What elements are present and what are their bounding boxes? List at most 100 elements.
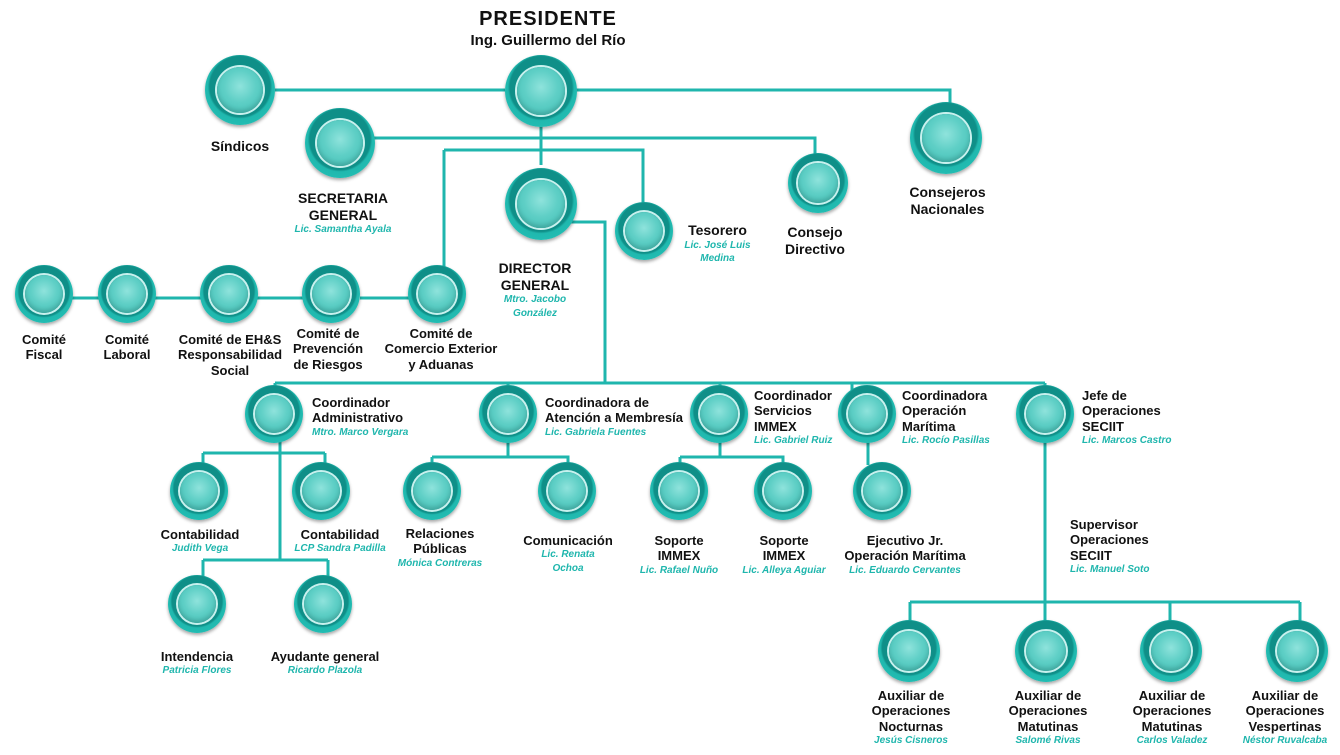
contabilidad2-node[interactable] [292, 462, 350, 520]
contabilidad1-node[interactable] [170, 462, 228, 520]
comite-comercio-label: Comité de Comercio Exterior y Aduanas [374, 326, 508, 372]
aux2-name: Salomé Rivas [1015, 734, 1081, 746]
comite-prev-node[interactable] [302, 265, 360, 323]
aux4-name: Néstor Ruvalcaba [1242, 734, 1328, 746]
aux1-title-3: Nocturnas [878, 718, 944, 734]
aux3-node[interactable] [1140, 620, 1202, 682]
secretaria-label: SECRETARIA GENERAL Lic. Samantha Ayala [268, 190, 418, 237]
coord-immex-node[interactable] [690, 385, 748, 443]
aux1-node[interactable] [878, 620, 940, 682]
consejeros-title-1: Consejeros [909, 184, 986, 200]
tesorero-label: Tesorero Lic. José Luis Medina [670, 222, 765, 266]
comite-ehs-title-3: Social [210, 362, 250, 378]
aux4-title-3: Vespertinas [1248, 718, 1322, 734]
tesorero-title: Tesorero [688, 222, 747, 238]
president-name: Ing. Guillermo del Río [470, 31, 626, 49]
tesorero-node[interactable] [615, 202, 673, 260]
soporte2-name: Lic. Alleya Aguiar [742, 564, 826, 576]
ejecutivo-title-2: Operación Marítima [844, 548, 966, 564]
soporte1-title-1: Soporte [654, 533, 704, 548]
comunicacion-title: Comunicación [523, 533, 613, 548]
president-node[interactable] [505, 55, 577, 127]
director-label: DIRECTOR GENERAL Mtro. Jacobo González [475, 260, 595, 320]
aux4-title-2: Operaciones [1245, 703, 1325, 719]
ayudante-name: Ricardo Plazola [287, 665, 363, 677]
intendencia-name: Patricia Flores [162, 665, 232, 677]
tesorero-name-2: Medina [700, 253, 735, 265]
intendencia-title: Intendencia [160, 649, 234, 664]
ejecutivo-name: Lic. Eduardo Cervantes [849, 564, 961, 576]
coord-atencion-label: Coordinadora de Atención a Membresía Lic… [545, 395, 695, 439]
soporte2-node[interactable] [754, 462, 812, 520]
ejecutivo-title-1: Ejecutivo Jr. [866, 533, 944, 548]
director-node[interactable] [505, 168, 577, 240]
secretaria-node[interactable] [305, 108, 375, 178]
comite-prev-label: Comité de Prevención de Riesgos [278, 326, 378, 372]
coord-atencion-name: Lic. Gabriela Fuentes [545, 426, 647, 438]
soporte1-name: Lic. Rafael Nuño [639, 564, 719, 576]
aux2-title-1: Auxiliar de [1014, 688, 1082, 703]
coord-maritima-node[interactable] [838, 385, 896, 443]
soporte1-node[interactable] [650, 462, 708, 520]
relaciones-name: Mónica Contreras [397, 557, 483, 569]
comite-laboral-node[interactable] [98, 265, 156, 323]
jefe-oper-title-2: Operaciones [1082, 403, 1161, 419]
coord-atencion-title-1: Coordinadora de [545, 395, 650, 410]
comite-comercio-title-2: Comercio Exterior [384, 341, 498, 357]
comite-comercio-node[interactable] [408, 265, 466, 323]
relaciones-node[interactable] [403, 462, 461, 520]
comite-fiscal-title-1: Comité [21, 332, 67, 347]
comunicacion-node[interactable] [538, 462, 596, 520]
jefe-oper-name: Lic. Marcos Castro [1082, 434, 1172, 446]
relaciones-title-2: Públicas [413, 541, 467, 557]
jefe-oper-node[interactable] [1016, 385, 1074, 443]
comite-fiscal-node[interactable] [15, 265, 73, 323]
aux2-title-2: Operaciones [1008, 703, 1088, 719]
ayudante-label: Ayudante general Ricardo Plazola [260, 649, 390, 678]
consejo-node[interactable] [788, 153, 848, 213]
sindicos-label: Síndicos [190, 138, 290, 155]
comite-laboral-title-2: Laboral [103, 347, 151, 363]
contabilidad2-title: Contabilidad [300, 527, 380, 542]
aux2-node[interactable] [1015, 620, 1077, 682]
comite-fiscal-title-2: Fiscal [25, 347, 63, 363]
coord-admin-title-2: Administrativo [312, 410, 404, 426]
coord-maritima-name: Lic. Rocío Pasillas [902, 434, 990, 446]
sindicos-node[interactable] [205, 55, 275, 125]
aux4-title-1: Auxiliar de [1251, 688, 1319, 703]
aux4-node[interactable] [1266, 620, 1328, 682]
aux3-title-2: Operaciones [1132, 703, 1212, 719]
coord-admin-name: Mtro. Marco Vergara [312, 426, 409, 438]
president-label: PRESIDENTE Ing. Guillermo del Río [448, 8, 648, 49]
comite-ehs-node[interactable] [200, 265, 258, 323]
comite-comercio-title-1: Comité de [409, 326, 473, 341]
sindicos-title: Síndicos [210, 138, 270, 154]
consejo-title-1: Consejo [787, 224, 843, 240]
aux1-name: Jesús Cisneros [874, 734, 948, 746]
coord-atencion-node[interactable] [479, 385, 537, 443]
consejo-title-2: Directivo [785, 240, 845, 257]
soporte2-title-2: IMMEX [762, 548, 806, 564]
contabilidad1-title: Contabilidad [160, 527, 240, 542]
coord-admin-node[interactable] [245, 385, 303, 443]
coord-maritima-label: Coordinadora Operación Marítima Lic. Roc… [902, 388, 1012, 447]
consejeros-node[interactable] [910, 102, 982, 174]
supervisor-name: Lic. Manuel Soto [1070, 563, 1150, 575]
ayudante-node[interactable] [294, 575, 352, 633]
comite-ehs-title-1: Comité de EH&S [178, 332, 282, 347]
coord-maritima-title-3: Marítima [902, 418, 956, 434]
comite-prev-title-2: Prevención [292, 341, 364, 357]
director-name-1: Mtro. Jacobo [503, 294, 567, 306]
intendencia-node[interactable] [168, 575, 226, 633]
director-title-2: GENERAL [500, 276, 570, 293]
aux1-title-2: Operaciones [871, 703, 951, 719]
intendencia-label: Intendencia Patricia Flores [137, 649, 257, 678]
comite-laboral-title-1: Comité [104, 332, 150, 347]
coord-admin-title-1: Coordinador [312, 395, 390, 410]
comite-ehs-title-2: Responsabilidad [177, 347, 283, 363]
aux3-name: Carlos Valadez [1136, 734, 1208, 746]
coord-atencion-title-2: Atención a Membresía [545, 410, 683, 426]
ejecutivo-node[interactable] [853, 462, 911, 520]
